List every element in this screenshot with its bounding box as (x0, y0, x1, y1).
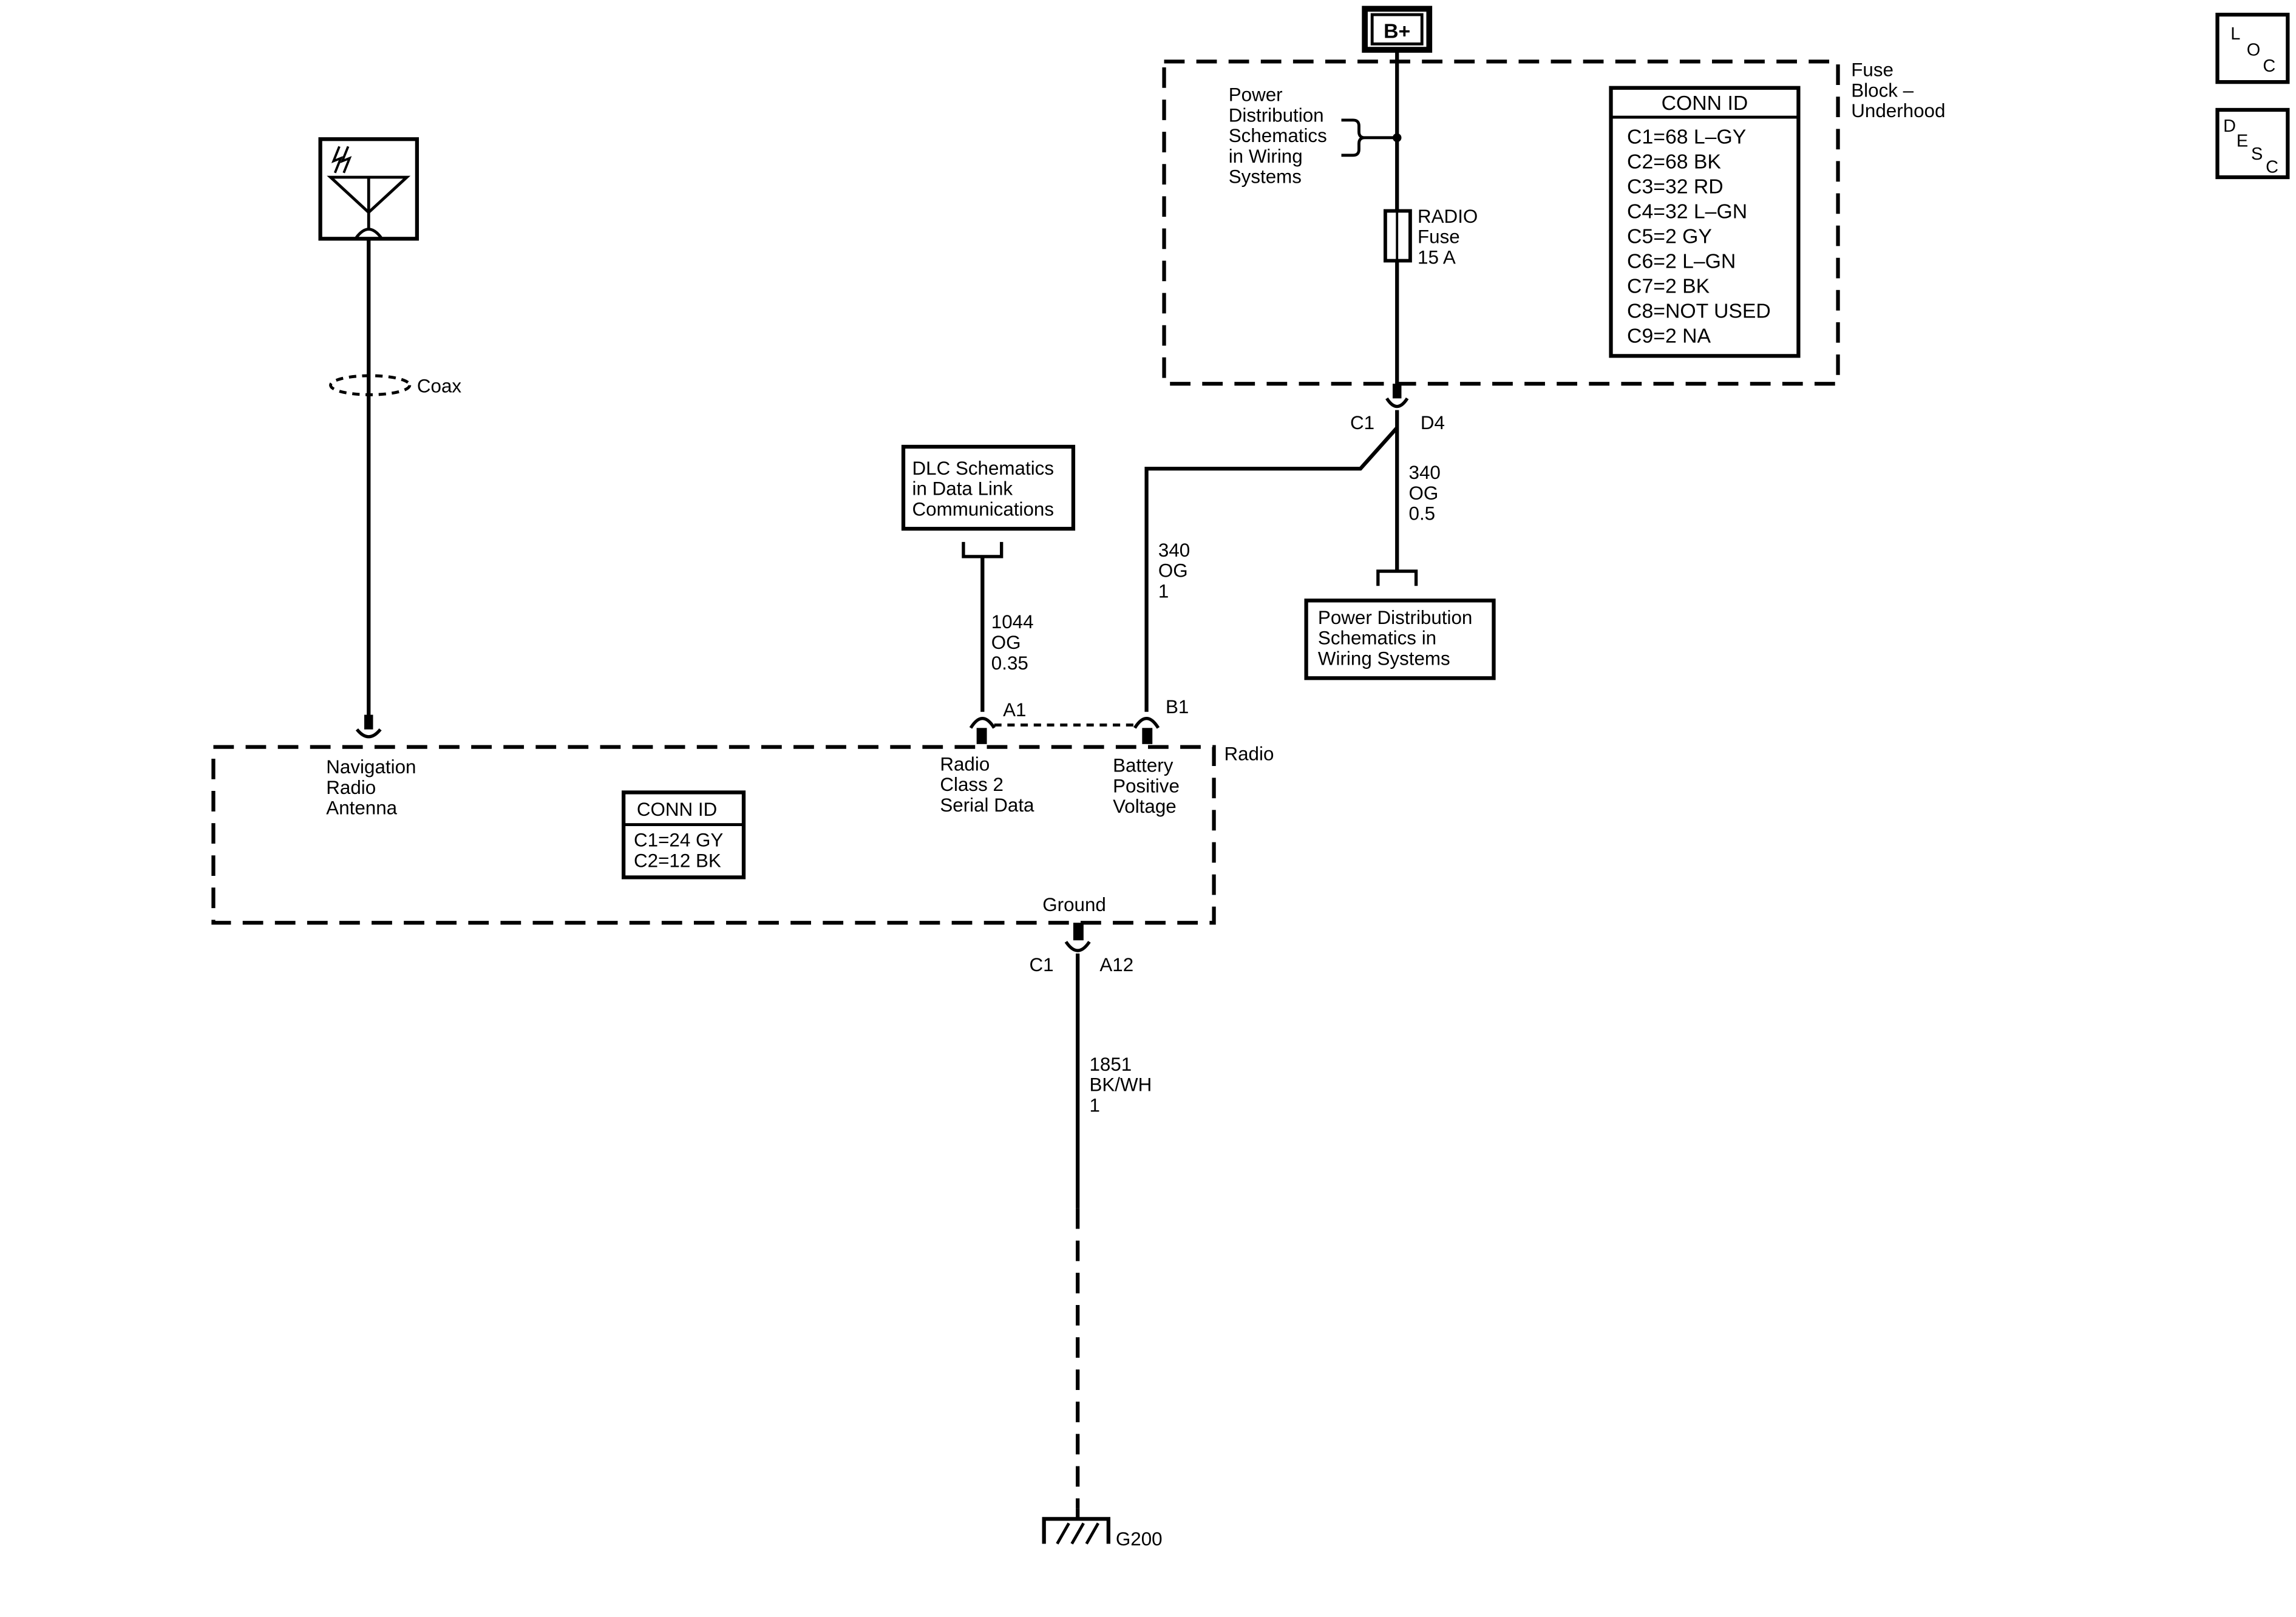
battery-positive-source: B+ (1362, 5, 1433, 53)
wire-340-label-a: 340 OG 0.5 (1409, 462, 1446, 524)
radio-label: Radio (1224, 743, 1274, 764)
coax-shield-icon (329, 374, 412, 396)
svg-text:DLC Schematics in Data L: DLC Schematics in Data Link Communicatio… (912, 458, 1059, 520)
nav-antenna-label: Navigation Radio Antenna (326, 756, 421, 819)
fuse-block-outline (1162, 59, 1840, 386)
ground-g200-icon (1042, 1508, 1110, 1545)
serial-data-label: Radio Class 2 Serial Data (940, 753, 1034, 816)
loc-icon[interactable]: L O C (2215, 12, 2290, 84)
conn-id-title: CONN ID (1662, 92, 1748, 115)
pin-a1: A1 (969, 699, 1026, 744)
svg-text:C1: C1 (1030, 954, 1054, 975)
radio-conn-id-table: CONN ID C1=24 GY C2=12 BK (621, 790, 746, 880)
power-distribution-reference-box: Power Distribution Schematics in Wiring … (1304, 598, 1496, 680)
wire-340-to-radio (1144, 426, 1399, 712)
wire-1044-label: 1044 OG 0.35 (991, 611, 1039, 674)
radio-module-outline (211, 745, 1216, 925)
svg-text:S: S (2251, 144, 2263, 164)
pd-reference-bracket (1341, 118, 1398, 157)
desc-icon[interactable]: D E S C (2215, 107, 2290, 180)
svg-text:A1: A1 (1003, 699, 1026, 720)
pd-ref-arrow (1376, 569, 1418, 586)
wire-1851-label: 1851 BK/WH 1 (1089, 1054, 1157, 1116)
svg-text:L: L (2230, 24, 2240, 44)
g200-label: G200 (1116, 1528, 1163, 1550)
svg-text:B1: B1 (1166, 696, 1189, 717)
ground-label: Ground (1042, 894, 1106, 915)
wire-340-label-b: 340 OG 1 (1158, 540, 1195, 602)
antenna-icon (318, 137, 419, 241)
svg-text:C: C (2266, 158, 2278, 177)
battery-voltage-label: Battery Positive Voltage (1113, 755, 1185, 818)
svg-text:D: D (2223, 117, 2236, 136)
svg-text:E: E (2237, 131, 2248, 151)
pd-reference-text: Power Distribution Schematics in Wiring … (1229, 84, 1333, 188)
svg-text:C1: C1 (1350, 412, 1374, 433)
svg-text:CONN ID: CONN ID (637, 799, 717, 820)
fuse-block-conn-id-table: CONN ID C1=68 L–GY C2=68 BK C3=32 RD C4=… (1609, 86, 1801, 358)
antenna-pin (355, 714, 382, 739)
dlc-ref-arrow (962, 541, 1004, 558)
dlc-reference-box: DLC Schematics in Data Link Communicatio… (901, 444, 1076, 531)
pin-b1: B1 (1133, 696, 1189, 744)
svg-text:A12: A12 (1099, 954, 1133, 975)
conn-id-rows: C1=68 L–GY C2=68 BK C3=32 RD C4=32 L–GN … (1627, 125, 1776, 347)
coax-label: Coax (417, 376, 462, 397)
connector-c1-a12: C1 A12 (1030, 923, 1133, 975)
connector-c1-d4: C1 D4 (1350, 384, 1445, 433)
b-plus-label: B+ (1384, 20, 1410, 43)
svg-text:D4: D4 (1421, 412, 1445, 433)
svg-text:C: C (2263, 56, 2275, 76)
svg-text:Power Distribution Schem: Power Distribution Schematics in Wiring … (1318, 607, 1478, 670)
svg-text:O: O (2247, 41, 2261, 60)
svg-text:C1=24 GY C2=12 BK: C1=24 GY C2=12 BK (634, 830, 729, 872)
radio-fuse-label: RADIO Fuse 15 A (1418, 206, 1483, 268)
fuse-block-label: Fuse Block – Underhood (1851, 59, 1945, 121)
